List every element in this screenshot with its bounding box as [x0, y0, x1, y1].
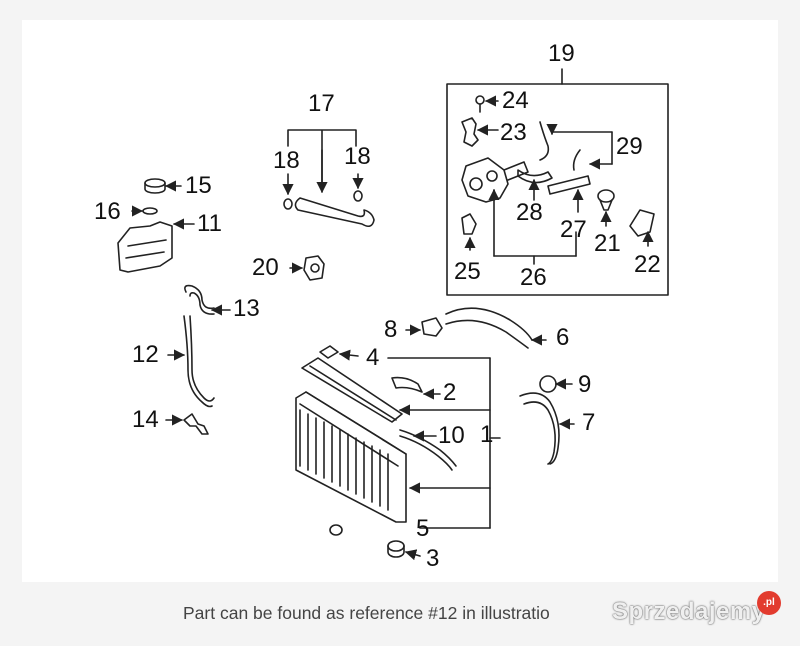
part-5-drain-plug [329, 524, 343, 536]
callout-19: 19 [548, 40, 575, 67]
callout-18-left: 18 [273, 147, 300, 174]
callout-24: 24 [502, 87, 529, 114]
part-14-bracket [165, 413, 209, 435]
callout-10: 10 [438, 422, 465, 449]
part-26-leader [488, 188, 577, 265]
callout-2: 2 [443, 379, 457, 406]
part-radiator-upper-tank [301, 357, 403, 423]
callout-4: 4 [366, 344, 380, 371]
part-10-seal [399, 429, 457, 471]
callout-16: 16 [94, 198, 121, 225]
part-8-clamp [405, 317, 443, 337]
callout-21: 21 [594, 230, 621, 257]
callout-12: 12 [132, 341, 159, 368]
part-7-hose [519, 392, 575, 465]
parts-diagram: 1 2 3 4 5 6 7 8 9 10 11 12 13 14 15 16 1… [22, 20, 778, 582]
callout-9: 9 [578, 371, 592, 398]
callout-11: 11 [197, 210, 222, 237]
part-21-thermostat [597, 189, 615, 227]
part-27-pipe [547, 175, 591, 213]
callout-6: 6 [556, 324, 570, 351]
callout-7: 7 [582, 409, 596, 436]
callout-3: 3 [426, 545, 440, 572]
part-28-hose [517, 169, 553, 201]
part-9-clamp [539, 375, 573, 393]
part-radiator-core [295, 391, 407, 523]
callout-14: 14 [132, 406, 159, 433]
part-3-radiator-cap [387, 540, 421, 561]
part-16-seal [131, 205, 158, 217]
part-23-bracket [461, 117, 499, 147]
part-6-hose [445, 307, 547, 349]
part-1-leader [387, 357, 501, 529]
watermark-badge: .pl [757, 591, 781, 615]
part-15-reservoir-cap [144, 178, 182, 194]
callout-15: 15 [185, 172, 212, 199]
callout-8: 8 [384, 316, 398, 343]
part-17-hose [282, 129, 375, 228]
callout-25: 25 [454, 258, 481, 285]
part-25-sensor [461, 213, 477, 251]
part-29-hoses [539, 121, 613, 171]
watermark-logo: Sprzedajemy [612, 598, 766, 625]
diagram-drawing [117, 68, 669, 561]
part-24-bolt [475, 95, 499, 113]
callout-22: 22 [634, 251, 661, 278]
group-19-box [446, 68, 669, 296]
callout-26: 26 [520, 264, 547, 291]
callout-27: 27 [560, 216, 587, 243]
part-22-outlet [629, 209, 655, 247]
callout-18-right: 18 [344, 143, 371, 170]
callout-1: 1 [480, 421, 494, 448]
callout-20: 20 [252, 254, 279, 281]
part-4-cap [319, 345, 359, 361]
part-13-hose [184, 284, 231, 316]
callout-28: 28 [516, 199, 543, 226]
callout-29: 29 [616, 133, 643, 160]
part-11-reservoir-tank [117, 218, 195, 273]
part-12-hose [167, 315, 215, 408]
diagram-caption: Part can be found as reference #12 in il… [183, 603, 550, 623]
callout-17: 17 [308, 90, 335, 117]
part-housing-assembly [461, 157, 529, 203]
part-2-baffle [391, 376, 441, 400]
callout-5: 5 [416, 515, 430, 542]
part-20-gasket [289, 255, 325, 281]
callout-13: 13 [233, 295, 260, 322]
callout-23: 23 [500, 119, 527, 146]
